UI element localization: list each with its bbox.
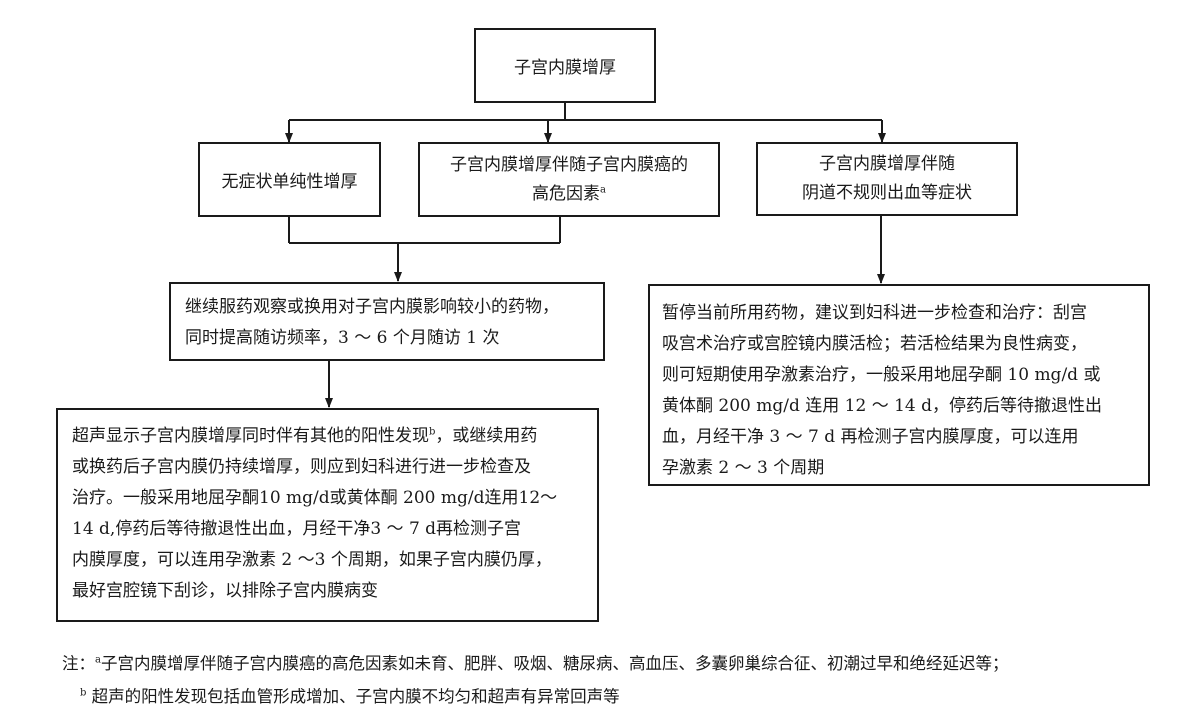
pause-line: 则可短期使用孕激素治疗，一般采用地屈孕酮 10 mg/d 或: [662, 365, 1101, 385]
continue-box: 继续服药观察或换用对子宫内膜影响较小的药物， 同时提高随访频率，3 ～ 6 个月…: [169, 282, 605, 361]
bleeding-box: 子宫内膜增厚伴随 阴道不规则出血等症状: [756, 142, 1018, 216]
ultrasound-line: 或换药后子宫内膜仍持续增厚，则应到妇科进行进一步检查及: [72, 457, 531, 477]
high-risk-line2: 高危因素: [532, 183, 601, 204]
ultrasound-box: 超声显示子宫内膜增厚同时伴有其他的阳性发现b，或继续用药 或换药后子宫内膜仍持续…: [56, 408, 599, 622]
ultrasound-line1: 超声显示子宫内膜增厚同时伴有其他的阳性发现b，或继续用药: [72, 421, 583, 452]
pause-line: 血，月经干净 3 ～ 7 d 再检测子宫内膜厚度，可以连用: [662, 427, 1079, 447]
bleeding-line1: 子宫内膜增厚伴随: [819, 154, 955, 174]
footnote-b-text: 超声的阳性发现包括血管形成增加、子宫内膜不均匀和超声有异常回声等: [86, 687, 620, 706]
bleeding-line2: 阴道不规则出血等症状: [802, 183, 972, 203]
ultrasound-line1-b: ，或继续用药: [435, 426, 538, 446]
continue-line1: 继续服药观察或换用对子宫内膜影响较小的药物，: [185, 297, 559, 317]
ultrasound-line: 治疗。一般采用地屈孕酮10 mg/d或黄体酮 200 mg/d连用12～: [72, 488, 558, 508]
footnote-prefix: 注：: [62, 654, 95, 673]
ultrasound-line: 14 d,停药后等待撤退性出血，月经干净3 ～ 7 d再检测子宫: [72, 519, 522, 539]
ultrasound-line: 内膜厚度，可以连用孕激素 2 ～3 个周期，如果子宫内膜仍厚，: [72, 550, 552, 570]
high-risk-box: 子宫内膜增厚伴随子宫内膜癌的 高危因素a: [418, 142, 720, 217]
root-box: 子宫内膜增厚: [474, 28, 656, 103]
ultrasound-footnote-marker: b: [429, 426, 436, 438]
pause-line: 孕激素 2 ～ 3 个周期: [662, 458, 825, 478]
footnote-b-marker: b: [80, 687, 87, 699]
root-label: 子宫内膜增厚: [514, 58, 616, 78]
pause-line: 黄体酮 200 mg/d 连用 12 ～ 14 d，停药后等待撤退性出: [662, 396, 1103, 416]
pause-line: 吸宫术治疗或宫腔镜内膜活检；若活检结果为良性病变，: [662, 334, 1087, 354]
high-risk-line1: 子宫内膜增厚伴随子宫内膜癌的: [450, 154, 688, 175]
ultrasound-line1-a: 超声显示子宫内膜增厚同时伴有其他的阳性发现: [72, 426, 429, 446]
footnote-a-text: 子宫内膜增厚伴随子宫内膜癌的高危因素如未育、肥胖、吸烟、糖尿病、高血压、多囊卵巢…: [100, 654, 1009, 673]
high-risk-line2-wrap: 高危因素a: [532, 180, 606, 209]
footnote-b: b 超声的阳性发现包括血管形成增加、子宫内膜不均匀和超声有异常回声等: [80, 683, 620, 707]
footnote-a-marker: a: [95, 654, 101, 666]
footnote-a: 注：a子宫内膜增厚伴随子宫内膜癌的高危因素如未育、肥胖、吸烟、糖尿病、高血压、多…: [62, 650, 1008, 674]
pause-box: 暂停当前所用药物，建议到妇科进一步检查和治疗：刮宫 吸宫术治疗或宫腔镜内膜活检；…: [648, 284, 1150, 486]
pause-line: 暂停当前所用药物，建议到妇科进一步检查和治疗：刮宫: [662, 303, 1087, 323]
no-symptom-label: 无症状单纯性增厚: [221, 172, 358, 192]
ultrasound-line: 最好宫腔镜下刮诊，以排除子宫内膜病变: [72, 581, 378, 601]
high-risk-footnote-marker: a: [600, 183, 606, 195]
no-symptom-box: 无症状单纯性增厚: [198, 142, 381, 217]
continue-line2: 同时提高随访频率，3 ～ 6 个月随访 1 次: [185, 328, 500, 348]
